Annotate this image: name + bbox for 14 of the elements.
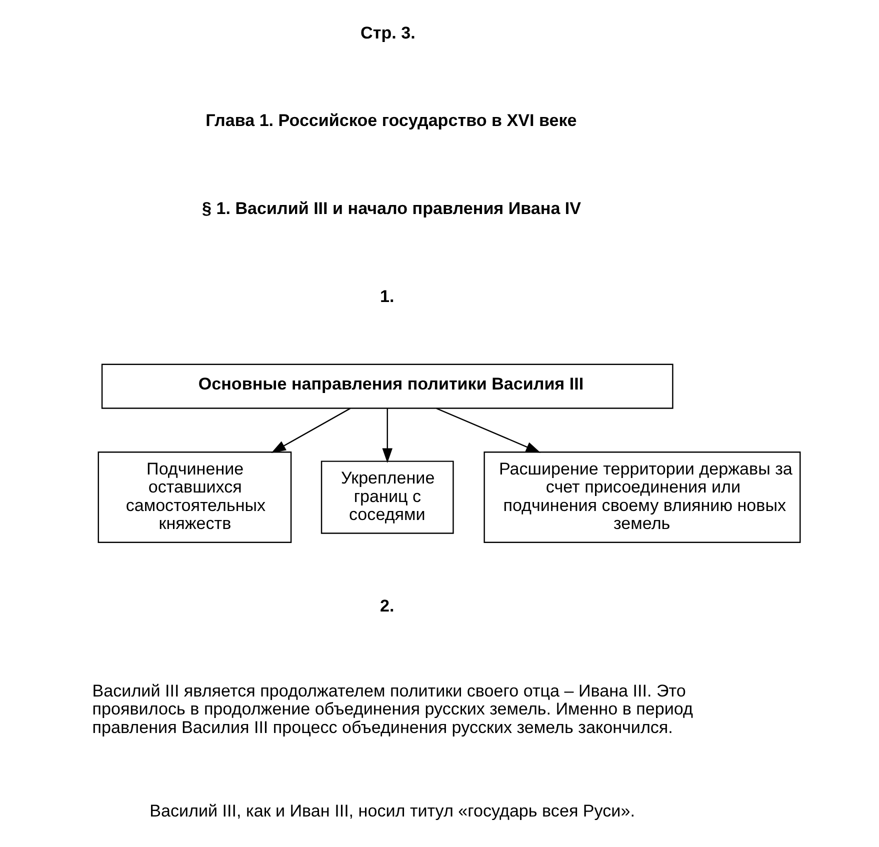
- label: 2.: [380, 596, 394, 616]
- label: § 1. Василий III и начало правления Ивана IV: [202, 199, 582, 218]
- arrow: [382, 408, 392, 463]
- node-box: Подчинение оставшихся самостоятельных княжеств: [98, 452, 292, 543]
- node-box: Укрепление границ с соседями: [320, 460, 454, 534]
- label: Василий III является продолжателем политики своего отца – Ивана III. Это проявилось в продолжение объединения русских земель. Именно в период правления Василия III процесс объединения русских земель закончился.: [92, 681, 693, 737]
- label: Василий III, как и Иван III, носил титул «государь всея Руси».: [150, 801, 635, 820]
- arrow: [271, 408, 351, 453]
- arrow: [436, 408, 541, 453]
- label: Глава 1. Российское государство в XVI веке: [206, 111, 577, 130]
- node-box: Расширение территории державы за счет присоединения или подчинения своему влиянию новых земель: [484, 452, 801, 543]
- node-box: Основные направления политики Василия III: [101, 364, 674, 409]
- label: Стр. 3.: [360, 23, 416, 42]
- label: 1.: [380, 286, 394, 306]
